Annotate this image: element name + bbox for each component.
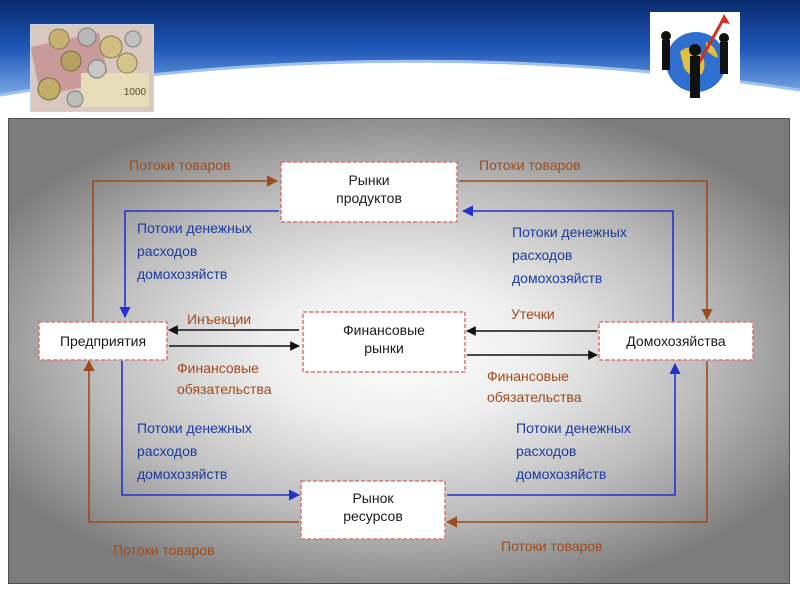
- text-line: Утечки: [511, 306, 555, 322]
- text-line: Рынки: [348, 172, 389, 188]
- text-line: расходов: [137, 443, 197, 459]
- text-line: продуктов: [336, 190, 402, 206]
- node-resource-market: Рынок ресурсов: [300, 480, 446, 540]
- text-line: рынки: [364, 340, 404, 356]
- text-line: Потоки денежных: [516, 420, 631, 436]
- goods-flow-bottom-left: [83, 359, 299, 523]
- text-line: расходов: [516, 443, 576, 459]
- node-product-markets: Рынки продуктов: [280, 161, 458, 223]
- text-line: домохозяйств: [137, 266, 227, 282]
- text-line: Потоки денежных: [512, 224, 627, 240]
- text-line: домохозяйств: [516, 466, 606, 482]
- label-money-top-right: Потоки денежных расходов домохозяйств: [512, 224, 627, 286]
- label-leakages: Утечки: [511, 306, 555, 322]
- text-line: ресурсов: [343, 508, 403, 524]
- text-line: Предприятия: [60, 333, 146, 349]
- text-line: Финансовые: [177, 360, 259, 376]
- goods-flow-top-right: [459, 180, 713, 321]
- text-line: Потоки товаров: [129, 157, 231, 173]
- circular-flow-diagram: Рынки продуктов Предприятия Финансовые рын…: [38, 157, 754, 558]
- text-line: обязательства: [177, 381, 272, 397]
- text-line: расходов: [137, 243, 197, 259]
- text-line: домохозяйств: [137, 466, 227, 482]
- text-line: Потоки денежных: [137, 420, 252, 436]
- text-line: расходов: [512, 247, 572, 263]
- node-financial-markets: Финансовые рынки: [302, 311, 466, 373]
- text-line: Потоки товаров: [113, 542, 215, 558]
- label-obligations-right: Финансовые обязательства: [487, 368, 582, 405]
- label-money-bottom-right: Потоки денежных расходов домохозяйств: [516, 420, 631, 482]
- coins-banknotes-image: 1000: [30, 24, 154, 112]
- text-line: домохозяйств: [512, 270, 602, 286]
- label-goods-bottom-left: Потоки товаров: [113, 542, 215, 558]
- money-flow-top-left: [119, 210, 279, 319]
- goods-flow-top-left: [92, 175, 279, 323]
- node-text: Финансовые рынки: [343, 322, 425, 356]
- businessmen-globe-image: [650, 12, 740, 104]
- text-line: Потоки товаров: [501, 538, 603, 554]
- text-line: Потоки денежных: [137, 220, 252, 236]
- label-money-bottom-left: Потоки денежных расходов домохозяйств: [137, 420, 252, 482]
- money-flow-bottom-left: [121, 361, 301, 501]
- node-text: Рынки продуктов: [336, 172, 402, 206]
- node-text: Рынок ресурсов: [343, 490, 403, 524]
- label-goods-top-left: Потоки товаров: [129, 157, 231, 173]
- node-households: Домохозяйства: [598, 321, 754, 361]
- node-text: Предприятия: [60, 333, 146, 349]
- text-line: Финансовые: [343, 322, 425, 338]
- node-enterprises: Предприятия: [38, 321, 168, 361]
- label-obligations-left: Финансовые обязательства: [177, 360, 272, 397]
- svg-text:1000: 1000: [124, 87, 147, 98]
- label-goods-bottom-right: Потоки товаров: [501, 538, 603, 554]
- text-line: Домохозяйства: [626, 333, 726, 349]
- text-line: обязательства: [487, 389, 582, 405]
- text-line: Финансовые: [487, 368, 569, 384]
- text-line: Потоки товаров: [479, 157, 581, 173]
- label-injections: Инъекции: [187, 311, 251, 327]
- money-flow-bottom-right: [447, 362, 681, 496]
- money-flow-top-right: [461, 205, 674, 323]
- text-line: Инъекции: [187, 311, 251, 327]
- label-goods-top-right: Потоки товаров: [479, 157, 581, 173]
- diagram-panel: Рынки продуктов Предприятия Финансовые рын…: [8, 118, 790, 584]
- node-text: Домохозяйства: [626, 333, 726, 349]
- goods-flow-bottom-right: [445, 361, 708, 528]
- label-money-top-left: Потоки денежных расходов домохозяйств: [137, 220, 252, 282]
- text-line: Рынок: [352, 490, 394, 506]
